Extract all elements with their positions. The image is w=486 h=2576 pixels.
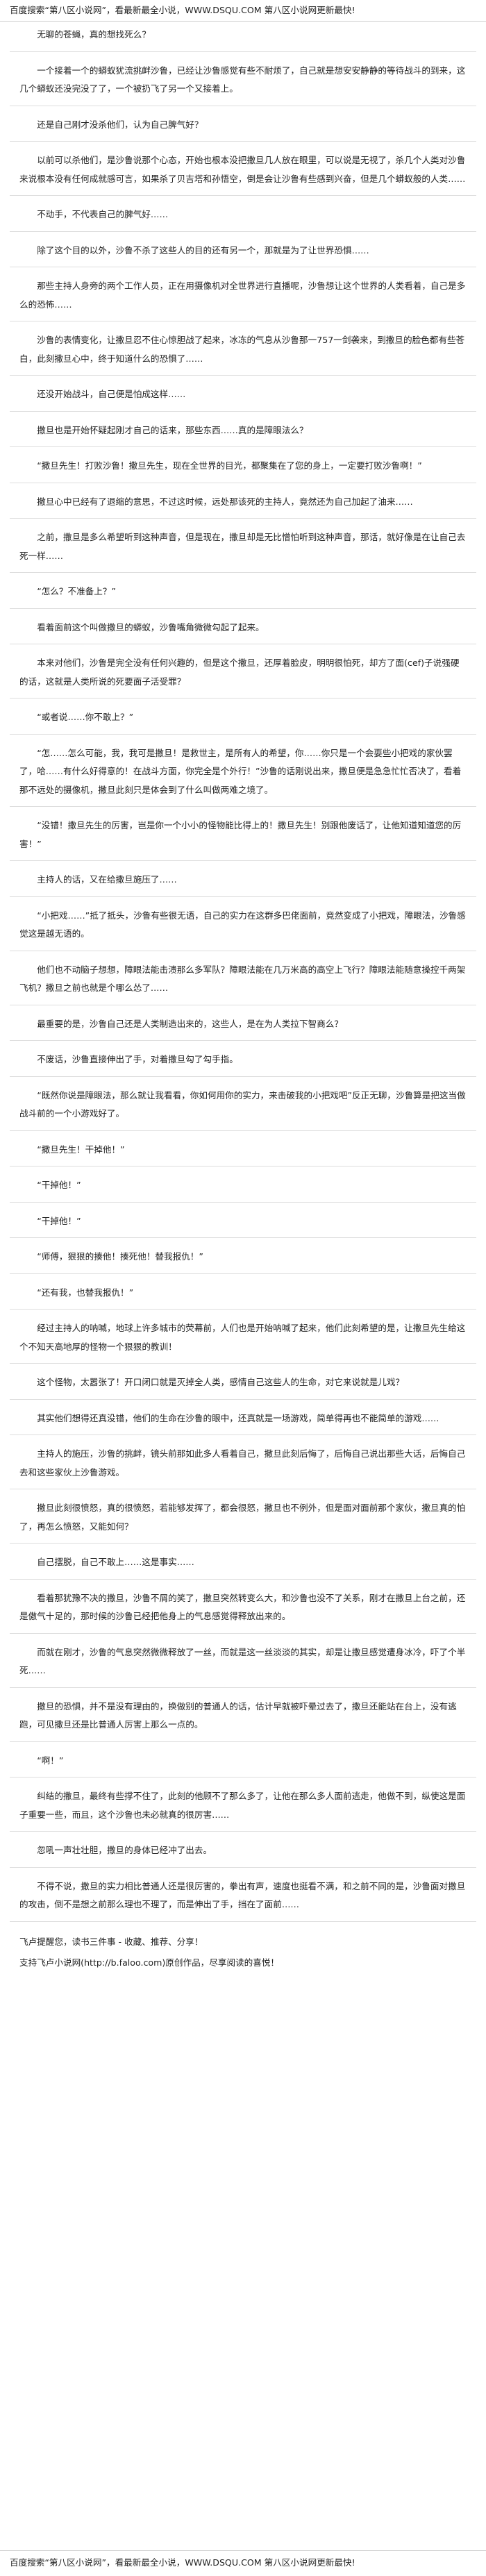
paragraph: 撒旦心中已经有了退缩的意思，不过这时候，远处那该死的主持人，竟然还为自己加起了油…: [10, 493, 476, 519]
paragraph: “干掉他！”: [10, 1176, 476, 1203]
paragraph: 其实他们想得还真没错，他们的生命在沙鲁的眼中，还真就是一场游戏，简单得再也不能简…: [10, 1410, 476, 1435]
paragraph: 忽吼一声壮壮胆，撒旦的身体已经冲了出去。: [10, 1841, 476, 1868]
paragraph: 一个接着一个的蟒蚁犹流挑衅沙鲁，已经让沙鲁感觉有些不耐烦了，自己就是想安安静静的…: [10, 62, 476, 106]
paragraph: 自己摆脱，自己不敢上……这是事实……: [10, 1553, 476, 1580]
paragraph: 而就在刚才，沙鲁的气息突然微微释放了一丝，而就是这一丝淡淡的其实，却是让撒旦感觉…: [10, 1644, 476, 1688]
paragraph: “干掉他！”: [10, 1212, 476, 1238]
paragraph: “怎……怎么可能，我，我可是撒旦！是救世主，是所有人的希望，你……你只是一个会耍…: [10, 744, 476, 807]
paragraph: 经过主持人的呐喊，地球上许多城市的荧幕前，人们也是开始呐喊了起来，他们此刻希望的…: [10, 1319, 476, 1364]
paragraph: “既然你说是障眼法，那么就让我看看，你如何用你的实力，来击破我的小把戏吧”反正无…: [10, 1087, 476, 1131]
paragraph: “没错！撒旦先生的厉害，岂是你一个小小的怪物能比得上的！撒旦先生！别跟他废话了，…: [10, 817, 476, 861]
paragraph: 纠结的撒旦，最终有些撑不住了，此刻的他顾不了那么多了，让他在那么多人面前逃走，他…: [10, 1787, 476, 1832]
paragraph: 撒旦此刻很愤怒，真的很愤怒，若能够发挥了，都会很怒，撒旦也不例外，但是面对面前那…: [10, 1499, 476, 1544]
paragraph: 不废话，沙鲁直接伸出了手，对着撒旦勾了勾手指。: [10, 1051, 476, 1077]
paragraph: “撒旦先生！打败沙鲁！撒旦先生，现在全世界的目光，都聚集在了您的身上，一定要打败…: [10, 457, 476, 483]
paragraph: 沙鲁的表情变化，让撒旦忍不住心惊胆战了起来，冰冻的气息从沙鲁那一757一剑袭来，…: [10, 331, 476, 376]
paragraph: 最重要的是，沙鲁自己还是人类制造出来的，这些人，是在为人类拉下智商么？: [10, 1015, 476, 1041]
paragraph: 那些主持人身旁的两个工作人员，正在用摄像机对全世界进行直播呢，沙鲁想让这个世界的…: [10, 277, 476, 321]
paragraph: 这个怪物，太嚣张了！开口闭口就是灭掉全人类，感情自己这些人的生命，对它来说就是儿…: [10, 1373, 476, 1400]
paragraph: 之前，撒旦是多么希望听到这种声音，但是现在，撒旦却是无比憎怕听到这种声音，那话，…: [10, 528, 476, 573]
paragraph: “还有我，也替我报仇！”: [10, 1284, 476, 1310]
reading-tip: 飞卢提醒您，读书三件事 - 收藏、推荐、分享！: [19, 1936, 203, 1947]
paragraph: 本来对他们，沙鲁是完全没有任何兴趣的，但是这个撒旦，还厚着脸皮，明明很怕死，却方…: [10, 654, 476, 699]
paragraph: 看着那犹豫不决的撒旦，沙鲁不屑的笑了，撒旦突然转变么大，和沙鲁也没不了关系，刚才…: [10, 1589, 476, 1634]
paragraph: 还没开始战斗，自己便是怕成这样……: [10, 385, 476, 412]
paragraph: “怎么？不准备上？”: [10, 583, 476, 609]
paragraph: 还是自己刚才没杀他们，认为自己脾气好？: [10, 116, 476, 142]
paragraph: 看着面前这个叫做撒旦的蟒蚁，沙鲁嘴角微微勾起了起来。: [10, 619, 476, 644]
chapter-content: 无聊的苍蝇，真的想找死么？ 一个接着一个的蟒蚁犹流挑衅沙鲁，已经让沙鲁感觉有些不…: [0, 22, 486, 1974]
paragraph: 主持人的施压，沙鲁的挑衅，镜头前那如此多人看着自己，撒旦此刻后悔了，后悔自己说出…: [10, 1445, 476, 1489]
paragraph: 主持人的话，又在给撒旦施压了……: [10, 871, 476, 897]
paragraph: 以前可以杀他们，是沙鲁说那个心态，开始也根本没把撒旦几人放在眼里，可以说是无视了…: [10, 151, 476, 196]
paragraph: 不动手，不代表自己的脾气好……: [10, 206, 476, 232]
paragraph: 撒旦的恐惧，并不是没有理由的，换做别的普通人的话，估计早就被吓晕过去了，撒旦还能…: [10, 1698, 476, 1742]
paragraph: 不得不说，撒旦的实力相比普通人还是很厉害的，拳出有声，速度也挺看不满，和之前不同…: [10, 1877, 476, 1922]
paragraph: “撒旦先生！干掉他！”: [10, 1141, 476, 1166]
top-banner: 百度搜索“第八区小说网”，看最新最全小说，WWW.DSQU.COM 第八区小说网…: [0, 0, 486, 22]
paragraph: 撒旦也是开始怀疑起刚才自己的话来，那些东西……真的是障眼法么？: [10, 421, 476, 447]
paragraph: 除了这个目的以外，沙鲁不杀了这些人的目的还有另一个，那就是为了让世界恐惧……: [10, 242, 476, 267]
paragraph: “师傅，狠狠的揍他！揍死他！替我报仇！”: [10, 1248, 476, 1274]
paragraph: “或者说……你不敢上？”: [10, 708, 476, 735]
paragraph: “小把戏……”抵了抵头，沙鲁有些很无语，自己的实力在这群多巴佬面前，竟然变成了小…: [10, 907, 476, 951]
paragraph: “啊！”: [10, 1752, 476, 1778]
paragraph: 他们也不动脑子想想，障眼法能击溃那么多军队？障眼法能在几万米高的高空上飞行？障眼…: [10, 961, 476, 1005]
paragraph: 无聊的苍蝇，真的想找死么？: [10, 26, 476, 52]
bottom-banner: 百度搜索“第八区小说网”，看最新最全小说，WWW.DSQU.COM 第八区小说网…: [0, 2550, 486, 2576]
support-note: 支持飞卢小说网(http://b.faloo.com)原创作品，尽享阅读的喜悦！: [19, 1957, 280, 1968]
